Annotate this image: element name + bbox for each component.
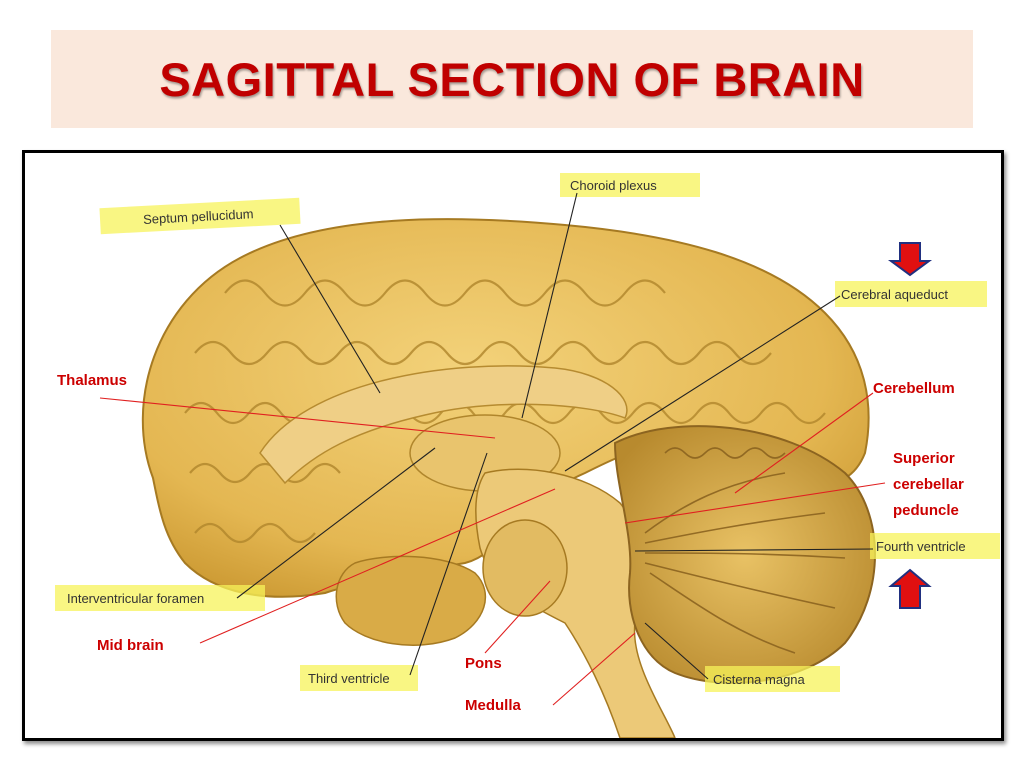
arbor-vitae xyxy=(644,447,846,654)
label-mid-brain: Mid brain xyxy=(97,637,164,654)
label-superior-3: peduncle xyxy=(893,502,959,519)
black-leader-lines xyxy=(236,192,874,680)
highlights xyxy=(55,173,1000,692)
label-superior-1: Superior xyxy=(893,450,955,467)
down-arrow-icon xyxy=(887,242,933,277)
label-choroid-plexus: Choroid plexus xyxy=(570,178,657,193)
label-superior-2: cerebellar xyxy=(893,476,964,493)
page-title: SAGITTAL SECTION OF BRAIN xyxy=(159,52,865,106)
temporal-lobe xyxy=(335,555,486,646)
red-leader-lines xyxy=(99,392,886,706)
label-cerebral-aqueduct: Cerebral aqueduct xyxy=(841,287,948,302)
label-fourth-ventricle: Fourth ventricle xyxy=(876,539,966,554)
title-band: SAGITTAL SECTION OF BRAIN xyxy=(51,30,973,128)
label-cisterna-magna: Cisterna magna xyxy=(713,672,806,687)
corpus-callosum xyxy=(259,365,628,485)
up-arrow-icon xyxy=(888,568,932,609)
pons-region xyxy=(482,519,568,617)
label-cerebellum: Cerebellum xyxy=(873,380,955,397)
label-pons: Pons xyxy=(465,655,502,672)
label-medulla: Medulla xyxy=(465,697,521,714)
brain-diagram: Septum pellucidum Choroid plexus Cerebra… xyxy=(55,173,1000,738)
label-septum-pellucidum: Septum pellucidum xyxy=(143,206,254,227)
brain-figure: Septum pellucidum Choroid plexus Cerebra… xyxy=(22,150,1004,741)
label-thalamus: Thalamus xyxy=(57,372,127,389)
label-third-ventricle: Third ventricle xyxy=(308,671,390,686)
label-interventricular-foramen: Interventricular foramen xyxy=(67,591,204,606)
